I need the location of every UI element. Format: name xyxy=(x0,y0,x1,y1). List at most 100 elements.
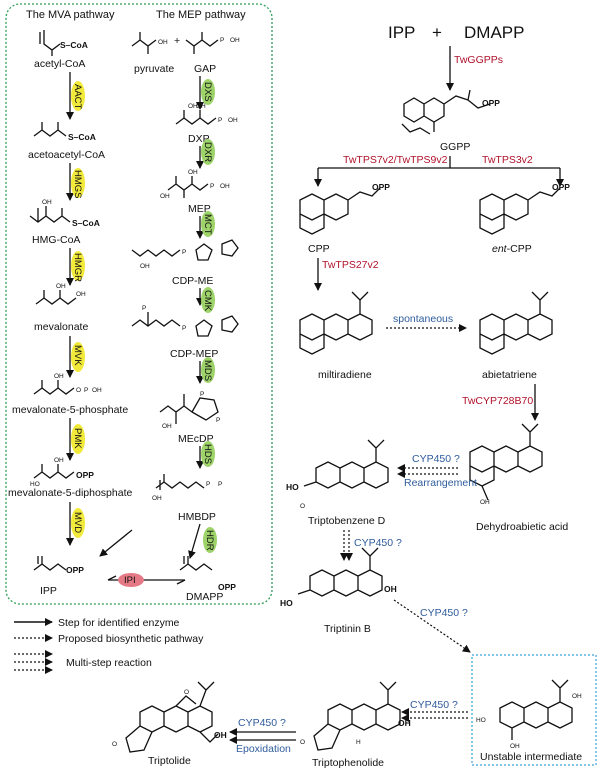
svg-text:OH: OH xyxy=(158,39,168,46)
mct-enzyme: MCT xyxy=(201,211,215,237)
tps3-enzyme: TwTPS3v2 xyxy=(482,154,533,166)
svg-text:HO: HO xyxy=(476,717,486,724)
svg-text:OH: OH xyxy=(398,718,411,728)
svg-text:OH: OH xyxy=(162,423,172,430)
svg-text:OH: OH xyxy=(572,693,582,700)
triptophenolide-label: Triptophenolide xyxy=(312,757,384,769)
svg-text:OH: OH xyxy=(228,117,238,124)
pyruvate-structure: OH xyxy=(131,32,168,54)
cpp-label: CPP xyxy=(308,243,330,255)
svg-text:OH: OH xyxy=(42,199,52,206)
svg-text:OH: OH xyxy=(220,183,230,190)
mep-label: MEP xyxy=(188,203,211,215)
unstable-structure: HO OH OH xyxy=(476,679,582,750)
svg-text:OPP: OPP xyxy=(66,565,84,575)
svg-text:OH: OH xyxy=(230,37,240,44)
cyp-diag: CYP450 ? xyxy=(420,607,468,619)
tps27-enzyme: TwTPS27v2 xyxy=(322,259,379,271)
mecdp-label: MEcDP xyxy=(178,433,214,445)
mevalonate-5-phosphate-label: mevalonate-5-phosphate xyxy=(12,404,128,416)
svg-text:P: P xyxy=(220,37,224,44)
acetoacetyl-coa-label: acetoacetyl-CoA xyxy=(28,149,105,161)
ggpp-label: GGPP xyxy=(440,141,470,153)
svg-text:OH: OH xyxy=(214,730,227,740)
svg-text:OH: OH xyxy=(196,103,206,110)
abietatriene-structure xyxy=(479,291,553,355)
mep-title: The MEP pathway xyxy=(156,9,246,21)
svg-text:P: P xyxy=(206,481,210,488)
svg-text:DXR: DXR xyxy=(202,142,213,162)
svg-text:OH: OH xyxy=(54,373,64,380)
acetyl-coa-structure: S–CoA xyxy=(39,30,88,56)
svg-text:OPP: OPP xyxy=(76,470,94,480)
triptolide-structure: O OH O xyxy=(112,681,227,753)
cdp-me-label: CDP-ME xyxy=(172,275,213,287)
mvd-enzyme: MVD xyxy=(71,508,85,538)
cdp-mep-structure: P P xyxy=(131,305,239,337)
mva-title: The MVA pathway xyxy=(26,9,115,21)
dehydroabietic-structure: OH xyxy=(469,423,543,506)
svg-text:OH: OH xyxy=(56,283,66,290)
dmapp-structure-left: OPP xyxy=(179,556,236,592)
tps7-tps9-enzyme: TwTPS7v2/TwTPS9v2 xyxy=(343,154,448,166)
ipp-structure: OPP xyxy=(33,556,84,575)
svg-text:CMK: CMK xyxy=(202,290,213,312)
miltiradiene-label: miltiradiene xyxy=(318,369,372,381)
abietatriene-label: abietatriene xyxy=(482,369,537,381)
svg-text:OH: OH xyxy=(384,584,397,594)
pmk-enzyme: PMK xyxy=(71,424,85,454)
gap-structure: P OH xyxy=(185,32,240,54)
svg-text:OH: OH xyxy=(140,263,150,270)
svg-text:S–CoA: S–CoA xyxy=(68,132,96,142)
triptobenzene-structure: HO O xyxy=(286,439,389,510)
svg-text:HMGR: HMGR xyxy=(72,253,83,282)
svg-text:H: H xyxy=(356,739,361,746)
svg-text:P: P xyxy=(216,417,220,424)
svg-text:S–CoA: S–CoA xyxy=(72,218,100,228)
dmapp-label-top: DMAPP xyxy=(464,23,524,42)
mep-structure: OH OH P OH xyxy=(160,169,230,200)
svg-text:HO: HO xyxy=(280,598,293,608)
legend-multistep: Multi-step reaction xyxy=(66,657,152,669)
ent-cpp-structure: OPP xyxy=(479,182,570,235)
ipp-label-left: IPP xyxy=(40,585,57,597)
mevalonate-5-phosphate-structure: OH O P OH xyxy=(33,373,102,395)
acetoacetyl-coa-structure: S–CoA xyxy=(33,122,96,142)
triptinin-label: Triptinin B xyxy=(324,623,371,635)
hmgs-enzyme: HMGS xyxy=(71,168,85,199)
gap-label: GAP xyxy=(194,63,216,75)
svg-text:O: O xyxy=(300,739,305,746)
hdr-enzyme: HDR xyxy=(203,527,217,553)
svg-text:AACT: AACT xyxy=(72,84,83,110)
svg-text:PMK: PMK xyxy=(72,428,83,449)
triptophenolide-structure: O OH H xyxy=(300,681,411,751)
svg-text:OPP: OPP xyxy=(552,182,570,192)
pathway-box xyxy=(5,3,273,605)
ent-cpp-label: ent-CPP xyxy=(492,243,532,255)
mevalonate-structure: OH OH xyxy=(35,283,86,305)
svg-text:MDS: MDS xyxy=(202,360,213,381)
svg-text:OH: OH xyxy=(92,387,102,394)
unstable-label: Unstable intermediate xyxy=(480,751,582,763)
svg-text:P: P xyxy=(200,391,204,398)
svg-text:P: P xyxy=(84,387,88,394)
svg-text:OH: OH xyxy=(188,169,198,176)
svg-text:OH: OH xyxy=(480,499,490,506)
ipi-enzyme: IPI xyxy=(118,573,144,587)
aact-enzyme: AACT xyxy=(71,81,85,111)
svg-text:P: P xyxy=(182,325,186,332)
svg-text:HDS: HDS xyxy=(202,444,213,464)
svg-text:O: O xyxy=(300,503,305,510)
ipp-label-top: IPP xyxy=(388,23,415,42)
svg-text:OPP: OPP xyxy=(482,98,500,108)
svg-text:OH: OH xyxy=(152,495,162,502)
dehydroabietic-label: Dehydroabietic acid xyxy=(476,521,568,533)
svg-text:P: P xyxy=(182,249,186,256)
legend-identified: Step for identified enzyme xyxy=(58,617,180,629)
cdp-me-structure: OH P xyxy=(131,239,239,270)
miltiradiene-structure xyxy=(299,291,373,355)
svg-text:O: O xyxy=(76,387,81,394)
svg-text:HMGS: HMGS xyxy=(72,170,83,199)
dxr-enzyme: DXR xyxy=(201,139,215,165)
mevalonate-5-diphosphate-structure: HO OH OPP xyxy=(30,457,94,488)
